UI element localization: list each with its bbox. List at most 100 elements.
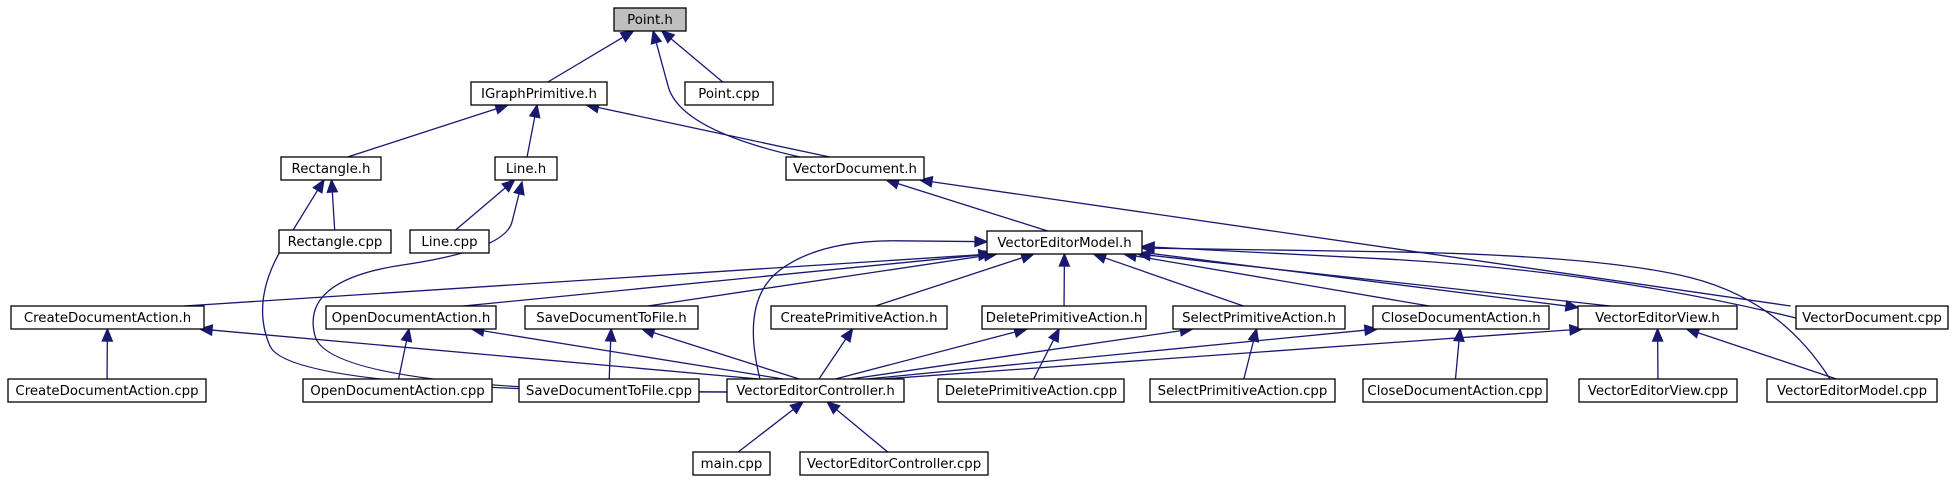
arrowhead-icon [528,103,541,119]
node-selectprim-cpp[interactable]: SelectPrimitiveAction.cpp [1149,378,1336,403]
edge-line [1153,247,1831,380]
node-box [684,81,774,106]
arrowhead-icon [840,327,854,343]
arrowhead-icon [825,400,841,415]
node-label: VectorEditorView.cpp [1588,384,1728,399]
edge-controller_h-to-view_h [882,323,1584,380]
node-controller-cpp[interactable]: VectorEditorController.cpp [799,451,989,476]
node-model-h[interactable]: VectorEditorModel.h [986,230,1143,255]
node-savedoc-cpp[interactable]: SaveDocumentToFile.cpp [518,378,700,403]
node-point-h[interactable]: Point.h [613,7,687,32]
edge-createprim_h-to-model_h [875,252,1036,307]
arrowhead-icon [789,400,805,415]
edge-line [331,191,336,231]
node-box [10,305,205,330]
node-label: VectorEditorModel.h [997,236,1131,251]
edge-line [1104,257,1244,307]
node-selectprim-h[interactable]: SelectPrimitiveAction.h [1172,305,1346,330]
node-label: VectorDocument.h [793,162,917,177]
arrowhead-icon [604,327,617,342]
node-box [7,378,207,403]
edge-line [897,182,1048,232]
edge-line [347,108,497,158]
node-label: VectorEditorModel.cpp [1777,384,1927,399]
node-label: Line.h [506,162,546,177]
arrowhead-icon [1564,299,1580,312]
edge-model_h-to-view_h [1141,251,1580,312]
node-view-cpp[interactable]: VectorEditorView.cpp [1578,378,1738,403]
edge-line [737,408,794,453]
node-rectangle-cpp[interactable]: Rectangle.cpp [278,229,392,254]
node-box [494,156,558,181]
arrowhead-icon [1651,327,1664,342]
edge-vectordocument_h-to-igraph_h [584,101,830,158]
edge-line [1135,255,1430,307]
node-box [325,305,497,330]
edge-line [597,106,830,158]
node-deleteprim-h[interactable]: DeletePrimitiveAction.h [981,305,1147,330]
node-label: CreateDocumentAction.h [24,311,191,326]
edge-line [184,254,980,307]
node-deleteprim-cpp[interactable]: DeletePrimitiveAction.cpp [937,378,1125,403]
node-controller-h[interactable]: VectorEditorController.h [726,378,905,403]
edge-line [211,329,759,380]
node-box [692,451,771,476]
arrowhead-icon [312,178,325,194]
edge-line [882,329,1571,380]
node-label: Rectangle.cpp [288,235,383,250]
arrowhead-icon [1140,242,1155,255]
edge-savedoc_cpp-to-savedoc_h [604,327,617,380]
node-savedoc-h[interactable]: SaveDocumentToFile.h [524,305,699,330]
node-box [770,305,948,330]
node-label: SelectPrimitiveAction.h [1182,311,1336,326]
arrowhead-icon [400,327,413,343]
arrowhead-icon [513,180,525,196]
edge-vectordocument_cpp-to-vectordocument_h [918,175,1791,307]
node-igraph-h[interactable]: IGraphPrimitive.h [470,81,608,106]
node-line-h[interactable]: Line.h [494,156,558,181]
arrowhead-icon [1452,327,1465,343]
edge-controller_h-to-model_h [752,235,989,380]
node-model-cpp[interactable]: VectorEditorModel.cpp [1766,378,1938,403]
edge-model_h-to-vectordocument_h [884,178,1048,232]
node-closedoc-cpp[interactable]: CloseDocumentAction.cpp [1362,378,1548,403]
edge-line [463,254,980,307]
node-label: Point.cpp [698,87,759,102]
edge-controller_h-to-closedoc_h [867,324,1379,380]
node-vectordocument-cpp[interactable]: VectorDocument.cpp [1795,305,1949,330]
node-main-cpp[interactable]: main.cpp [692,451,771,476]
node-box [1766,378,1938,403]
node-label: VectorEditorController.h [736,384,895,399]
edge-main_cpp-to-controller_h [737,400,805,453]
arrowhead-icon [501,178,516,193]
node-opendoc-cpp[interactable]: OpenDocumentAction.cpp [302,378,493,403]
arrowhead-icon [1247,327,1260,343]
node-view-h[interactable]: VectorEditorView.h [1577,305,1738,330]
node-label: DeletePrimitiveAction.h [986,311,1143,326]
edge-deleteprim_cpp-to-deleteprim_h [1033,327,1060,380]
node-box [518,378,700,403]
node-label: CreatePrimitiveAction.h [780,311,937,326]
edge-line [653,332,800,380]
edge-createdoc_cpp-to-createdoc_h [101,327,114,380]
node-box [1172,305,1346,330]
node-label: SaveDocumentToFile.cpp [526,384,692,399]
node-label: Point.h [627,13,673,28]
node-createdoc-cpp[interactable]: CreateDocumentAction.cpp [7,378,207,403]
node-label: DeletePrimitiveAction.cpp [945,384,1117,399]
node-label: main.cpp [701,457,763,472]
node-opendoc-h[interactable]: OpenDocumentAction.h [325,305,497,330]
node-createdoc-h[interactable]: CreateDocumentAction.h [10,305,205,330]
node-line-cpp[interactable]: Line.cpp [409,229,490,254]
arrowhead-icon [101,327,114,342]
edge-createdoc_h-to-model_h [184,248,993,307]
edge-vectordocument_h-to-point_h [650,29,801,158]
edge-line_cpp-to-line_h [455,178,516,231]
node-label: VectorEditorController.cpp [807,457,981,472]
node-createprim-h[interactable]: CreatePrimitiveAction.h [770,305,948,330]
node-closedoc-h[interactable]: CloseDocumentAction.h [1372,305,1550,330]
node-rectangle-h[interactable]: Rectangle.h [280,156,382,181]
node-vectordocument-h[interactable]: VectorDocument.h [785,156,925,181]
edge-rectangle_h-to-igraph_h [347,103,510,158]
node-point-cpp[interactable]: Point.cpp [684,81,774,106]
